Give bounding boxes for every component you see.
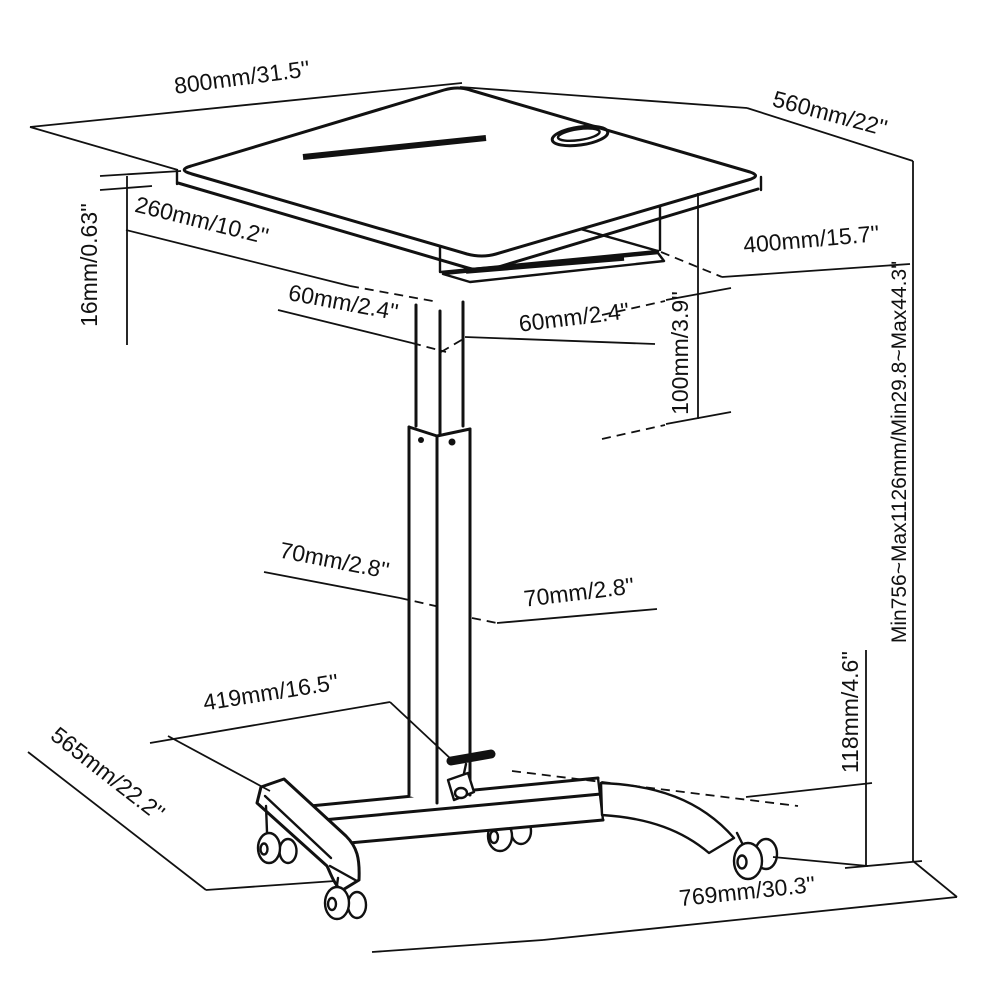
dim-base-arm-label: 419mm/16.5'' [201,669,340,716]
dim-column-upper-depth-label: 60mm/2.4'' [517,297,630,336]
column-screw-hole [418,437,424,443]
dim-base-arm: 419mm/16.5'' [149,669,453,792]
column-screw-hole [448,438,456,446]
right-caster [732,831,779,881]
dim-column-lower-depth-label: 70mm/2.8'' [522,572,635,611]
cup-holder-hole [550,124,610,148]
dim-tray-depth-label: 260mm/10.2'' [132,191,271,249]
base-beam [308,770,799,855]
dim-tray-width-label: 400mm/15.7'' [742,220,880,258]
dim-caster-height: 118mm/4.6'' [745,650,873,866]
desktop [175,86,763,272]
base-arm-right [599,781,736,855]
desktop-groove [302,135,487,160]
dim-caster-height-label: 118mm/4.6'' [837,651,863,773]
base-crossbar [255,777,361,893]
desktop-edge-band [176,181,760,272]
dim-top-thickness: 16mm/0.63'' [76,170,182,345]
desktop-top-face [182,86,757,258]
dim-column-lower-depth: 70mm/2.8'' [471,572,658,624]
dim-base-depth-label: 565mm/22.2'' [46,721,170,826]
dim-desk-depth-label: 560mm/22'' [770,86,890,142]
dim-top-thickness-label: 16mm/0.63'' [76,203,102,327]
dim-base-length-label: 769mm/30.3'' [678,871,817,911]
dim-column-lower-width-label: 70mm/2.8'' [278,537,392,584]
upper-column [414,300,465,436]
back-left-caster [256,804,298,865]
dim-height-range: Min756~Max1126mm/Min29.8~Max44.3'' [888,161,914,861]
foot-pedal [446,749,496,802]
dim-column-upper-depth: 60mm/2.4'' [440,297,656,353]
dim-column-upper-width-label: 60mm/2.4'' [286,279,400,325]
lower-column [407,425,472,805]
dim-base-length: 769mm/30.3'' [371,856,958,953]
dim-height-range-label: Min756~Max1126mm/Min29.8~Max44.3'' [888,261,911,643]
dim-tray-height: 100mm/3.9'' [601,193,732,440]
dim-desk-width-label: 800mm/31.5'' [173,55,312,99]
hidden-edge-dashed [511,770,799,807]
front-left-caster [323,876,368,921]
dim-tray-height-label: 100mm/3.9'' [667,291,693,415]
